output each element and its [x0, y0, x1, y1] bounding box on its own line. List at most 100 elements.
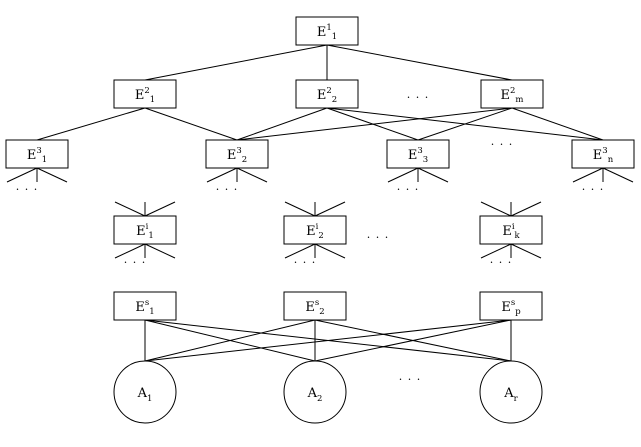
node-label-sup: 3 [602, 146, 607, 156]
fan-down-E3_1-0 [6, 167, 38, 183]
node-label-base: E [501, 300, 511, 315]
node-label: A2 [307, 386, 323, 404]
node-label-sub: 2 [242, 155, 247, 165]
node-label: Es1 [135, 298, 154, 317]
node-label-sub: k [515, 231, 521, 241]
edge-E1_1-E2_1 [144, 44, 328, 81]
node-label-sub: 2 [332, 95, 337, 105]
node-label-base: E [306, 224, 316, 239]
node-label-sub: 3 [423, 155, 428, 165]
fan-down-E3_n-2 [602, 167, 634, 183]
node-label-sup: 3 [36, 146, 41, 156]
fan-down-E3_1-2 [36, 167, 68, 183]
node-label-sup: s [315, 298, 319, 308]
fan-down-Ei_k-2 [510, 243, 542, 259]
node-box [283, 215, 347, 245]
node-label-sub: 1 [147, 394, 152, 404]
node-label-sup: 2 [510, 86, 515, 96]
node-label-base: E [317, 25, 327, 40]
node-label-sub: r [514, 394, 519, 404]
node-Ei_1: Ei1 [113, 215, 177, 245]
node-Es_2: Es2 [283, 291, 347, 321]
fan-down-Ei_k-0 [480, 243, 512, 259]
node-label: E31 [27, 146, 47, 165]
edge-E2_1-E3_1 [36, 107, 146, 141]
fan-up-Ei_k-2 [510, 201, 542, 217]
node-E3_1: E31 [5, 139, 69, 169]
edge-E2_m-E3_n [511, 107, 604, 141]
fan-down-Ei_1-0 [114, 243, 146, 259]
node-label-base: E [27, 148, 37, 163]
node-box [479, 215, 543, 245]
node-E3_2: E32 [205, 139, 269, 169]
node-label-sup: 3 [236, 146, 241, 156]
node-E2_2: E22 [295, 79, 359, 109]
node-box [295, 79, 359, 109]
node-label-sup: 2 [326, 86, 331, 96]
node-label-base: E [593, 148, 603, 163]
edge-Es_2-A1 [144, 319, 316, 362]
node-label-sup: 1 [326, 23, 331, 33]
ellipsis-layer: . . . . . . . . . . . . . . . . . . . . . . . .… [16, 88, 604, 383]
node-E3_3: E33 [386, 139, 450, 169]
node-box [295, 16, 359, 46]
node-Ei_2: Ei2 [283, 215, 347, 245]
node-box [113, 291, 177, 321]
fan-down-E3_n-0 [572, 167, 604, 183]
node-label-sup: i [146, 222, 149, 232]
node-box [113, 215, 177, 245]
node-label-sub: 1 [148, 231, 153, 241]
node-label-base: E [502, 224, 512, 239]
fan-down-Ei_1-2 [144, 243, 176, 259]
fan-down-E3_3-2 [417, 167, 449, 183]
fan-down-E3_2-0 [206, 167, 238, 183]
node-label: E22 [317, 86, 337, 105]
node-label: E33 [408, 146, 428, 165]
fan-up-Ei_k-0 [480, 201, 512, 217]
node-box [571, 139, 635, 169]
fan-dots-E3_3: . . . [397, 180, 419, 193]
ellipsis-leaves: . . . [399, 370, 421, 383]
fan-dots-Ei_1: . . . [124, 253, 146, 266]
node-circle [479, 360, 543, 424]
node-label-sup: s [511, 298, 515, 308]
fan-up-Ei_2-2 [314, 201, 346, 217]
ellipsis-level-i: . . . [367, 228, 389, 241]
node-box [5, 139, 69, 169]
edge-E2_1-E3_2 [144, 107, 238, 141]
fan-dots-E3_1: . . . [16, 180, 38, 193]
edge-Es_p-A1 [144, 319, 512, 362]
node-label: Eik [502, 222, 520, 241]
node-label-sub: 2 [318, 231, 323, 241]
fan-down-E3_2-2 [236, 167, 268, 183]
node-label-base: E [136, 224, 146, 239]
node-label: Esp [501, 298, 521, 317]
node-label: E2m [501, 86, 524, 105]
node-label-sub: p [515, 307, 521, 317]
node-label-base: E [317, 88, 327, 103]
node-label-sub: 1 [150, 95, 155, 105]
fan-down-E3_3-0 [387, 167, 419, 183]
node-box [205, 139, 269, 169]
node-label-sup: i [512, 222, 515, 232]
node-label: Es2 [305, 298, 324, 317]
node-E3_n: E3n [571, 139, 635, 169]
fan-up-Ei_1-2 [144, 201, 176, 217]
edge-E2_2-E3_2 [236, 107, 328, 141]
fan-dots-Ei_k: . . . [490, 253, 512, 266]
node-label-sup: i [316, 222, 319, 232]
node-circle [113, 360, 177, 424]
node-A2: A2 [283, 360, 347, 424]
node-label: E21 [135, 86, 155, 105]
fan-dots-E3_n: . . . [582, 180, 604, 193]
fan-up-Ei_1-0 [114, 201, 146, 217]
node-label-sup: 2 [144, 86, 149, 96]
node-box [113, 79, 177, 109]
fan-dots-Ei_2: . . . [294, 253, 316, 266]
node-E1_1: E11 [295, 16, 359, 46]
edge-E2_m-E3_2 [236, 107, 513, 141]
node-Es_p: Esp [479, 291, 543, 321]
node-label-sub: 2 [317, 394, 322, 404]
node-label-base: E [227, 148, 237, 163]
